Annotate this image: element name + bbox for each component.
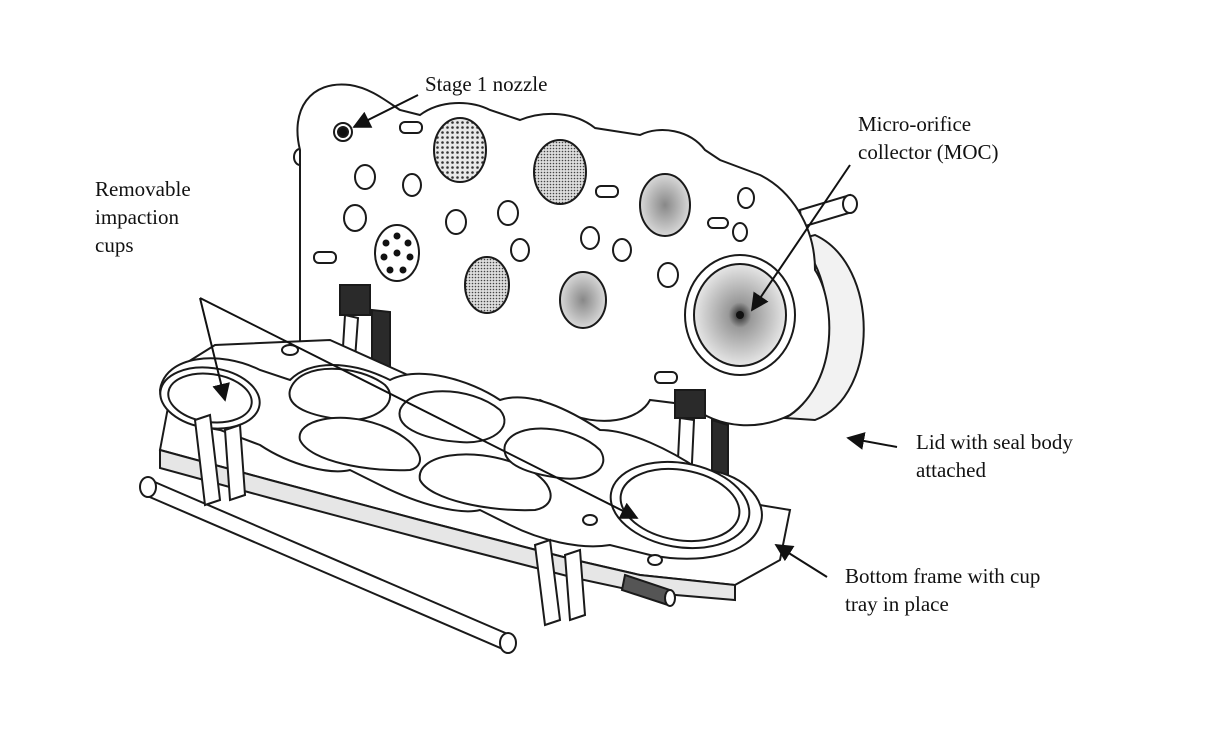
front-rod-end-right — [499, 632, 517, 654]
arrow-bottom — [774, 544, 828, 578]
oval-hole — [732, 222, 748, 242]
cup-6 — [503, 427, 605, 480]
front-rod-end-left — [139, 476, 157, 498]
slot — [313, 251, 337, 264]
post-left — [193, 413, 222, 507]
arrow-moc — [750, 164, 851, 312]
tray-hole — [281, 344, 299, 356]
front-bar — [139, 413, 676, 654]
oval-hole — [343, 204, 367, 232]
oval-hole — [510, 238, 530, 262]
oval-hole — [402, 173, 422, 197]
label-cups: Removable impaction cups — [95, 177, 191, 257]
oval-hole — [445, 209, 467, 235]
oval-hole — [657, 262, 679, 288]
slot — [707, 217, 729, 229]
stage1-nozzle-inner — [337, 126, 349, 138]
oval-hole — [737, 187, 755, 209]
lid-hinge-strip-right — [674, 389, 706, 419]
nozzle-plate-stage7 — [559, 271, 607, 329]
nozzle-plate-stage4 — [639, 173, 691, 237]
post-right-2 — [563, 548, 587, 622]
arrow-lid — [846, 432, 898, 450]
oval-hole — [580, 226, 600, 250]
lid-handle-right-end — [842, 194, 858, 214]
tray-hole — [582, 514, 598, 526]
label-lid: Lid with seal body attached — [916, 430, 1073, 482]
slot — [654, 371, 678, 384]
oval-hole — [497, 200, 519, 226]
base-plate-side — [159, 448, 736, 602]
oval-hole — [354, 164, 376, 190]
lid-holes — [313, 117, 796, 384]
stage5-holes — [380, 232, 414, 274]
nozzle-plate-stage3 — [533, 139, 587, 205]
cup-3 — [298, 416, 421, 472]
lid-hinge-strip-left — [339, 284, 371, 316]
cup-5 — [418, 453, 552, 512]
arrow-cup-right — [199, 297, 639, 519]
tray-hole — [647, 554, 663, 566]
label-stage1-nozzle: Stage 1 nozzle — [425, 72, 548, 96]
label-bottom-frame: Bottom frame with cup tray in place — [845, 564, 1041, 616]
cup-4 — [398, 390, 506, 444]
nozzle-plate-stage2 — [433, 117, 487, 183]
callouts — [199, 94, 898, 578]
oval-hole — [612, 238, 632, 262]
arrow-cup-left — [199, 297, 230, 402]
outlet-fitting-end — [664, 589, 676, 607]
nozzle-plate-stage6 — [464, 256, 510, 314]
cup-7-inner — [619, 467, 741, 543]
moc-center — [736, 311, 744, 319]
slot — [399, 121, 423, 134]
arrow-stage1 — [352, 94, 419, 128]
post-right — [533, 538, 562, 627]
post-left-2 — [223, 423, 247, 502]
label-moc: Micro-orifice collector (MOC) — [858, 112, 999, 164]
slot — [595, 185, 619, 198]
